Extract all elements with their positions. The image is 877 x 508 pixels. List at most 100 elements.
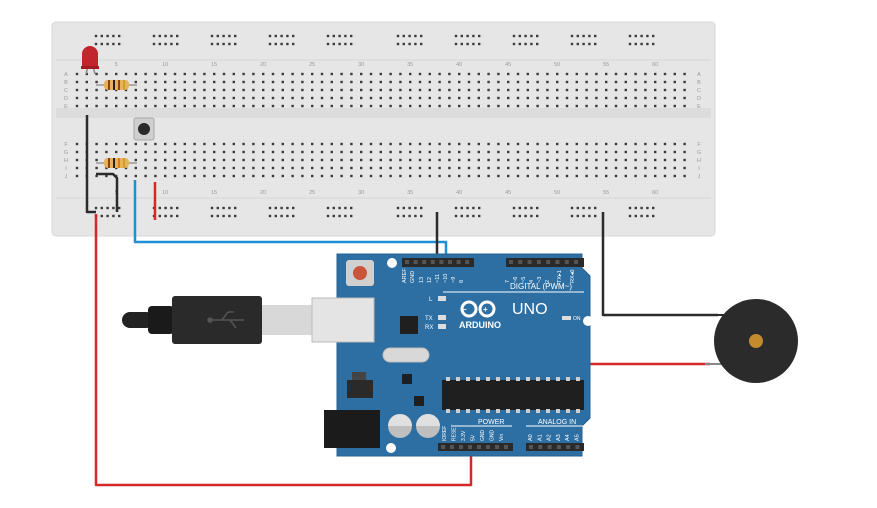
reset-button[interactable] bbox=[346, 260, 374, 286]
svg-text:+: + bbox=[483, 305, 488, 314]
pin-label: Vin bbox=[499, 434, 505, 441]
led-rx bbox=[438, 324, 446, 329]
column-number: 45 bbox=[505, 190, 511, 196]
wire-black-left-2[interactable] bbox=[96, 172, 119, 212]
pin-label: A1 bbox=[537, 434, 543, 441]
column-number: 50 bbox=[554, 190, 560, 196]
row-letter: E bbox=[697, 104, 701, 110]
breadboard-holes bbox=[75, 34, 686, 218]
led[interactable] bbox=[81, 46, 99, 75]
mount-hole bbox=[386, 443, 396, 453]
pin-label: 13 bbox=[419, 277, 425, 283]
pin-label: GND bbox=[410, 271, 416, 283]
pin-label: 12 bbox=[427, 277, 433, 283]
pin-label: 5V bbox=[471, 434, 477, 441]
column-number: 40 bbox=[456, 190, 462, 196]
row-letter: D bbox=[64, 96, 68, 102]
row-letter: J bbox=[698, 174, 701, 180]
column-number: 35 bbox=[407, 62, 413, 68]
row-letter: C bbox=[64, 88, 68, 94]
wire-black-buzzer[interactable] bbox=[601, 212, 718, 317]
header-power[interactable] bbox=[438, 443, 513, 451]
pin-label: GND bbox=[480, 430, 486, 442]
pin-label: AREF bbox=[402, 268, 408, 283]
brand-label: ARDUINO bbox=[459, 320, 501, 330]
header-top-right[interactable] bbox=[506, 258, 584, 267]
mount-hole bbox=[583, 316, 593, 326]
row-letter: E bbox=[64, 104, 68, 110]
analog-label: ANALOG IN bbox=[538, 419, 576, 426]
pin-label: 8 bbox=[459, 280, 465, 283]
column-number: 20 bbox=[260, 62, 266, 68]
pin-label: ~3 bbox=[537, 277, 543, 283]
wire-blue-pin13[interactable] bbox=[133, 180, 448, 260]
pin-label: A4 bbox=[565, 434, 571, 441]
pin-label: 2 bbox=[545, 280, 551, 283]
header-top-left[interactable] bbox=[402, 258, 474, 267]
capacitor bbox=[388, 414, 412, 438]
breadboard[interactable]: 5510101515202025253030353540404545505055… bbox=[51, 21, 716, 237]
capacitor bbox=[416, 414, 440, 438]
pin-label: ~10 bbox=[443, 274, 449, 283]
pushbutton[interactable] bbox=[133, 117, 155, 141]
row-letter: J bbox=[65, 174, 68, 180]
column-number: 45 bbox=[505, 62, 511, 68]
row-letter: F bbox=[64, 142, 68, 148]
resistor-bottom[interactable] bbox=[96, 158, 137, 168]
column-number: 60 bbox=[652, 190, 658, 196]
row-letter: H bbox=[64, 158, 68, 164]
power-jack[interactable] bbox=[324, 410, 380, 448]
usb-chip bbox=[400, 316, 418, 334]
digital-label: DIGITAL (PWM~) bbox=[510, 282, 572, 291]
column-number: 55 bbox=[603, 62, 609, 68]
pin-label: GND bbox=[490, 430, 496, 442]
column-number: 30 bbox=[358, 190, 364, 196]
pin-label: 4 bbox=[529, 280, 535, 283]
column-number: 10 bbox=[162, 62, 168, 68]
row-letter: I bbox=[698, 166, 700, 172]
row-letter: I bbox=[65, 166, 67, 172]
crystal bbox=[382, 347, 430, 363]
column-number: 60 bbox=[652, 62, 658, 68]
pin-label: RESET bbox=[452, 424, 458, 441]
column-number: 15 bbox=[211, 190, 217, 196]
row-letter: G bbox=[697, 150, 701, 156]
column-number: 25 bbox=[309, 62, 315, 68]
center-channel bbox=[56, 108, 711, 118]
rx-label: RX bbox=[425, 325, 433, 331]
pin-label: ~6 bbox=[513, 277, 519, 283]
pin-label: 3.3V bbox=[461, 430, 467, 441]
regulator bbox=[352, 372, 366, 382]
column-number: 10 bbox=[162, 190, 168, 196]
column-number: 40 bbox=[456, 62, 462, 68]
column-number: 35 bbox=[407, 190, 413, 196]
pin-label: 7 bbox=[505, 280, 511, 283]
row-letter: B bbox=[64, 80, 68, 86]
resistor-top[interactable] bbox=[96, 80, 137, 90]
row-letter: B bbox=[697, 80, 701, 86]
pin-label: TX▸1 bbox=[557, 270, 563, 283]
wire-black-left[interactable] bbox=[85, 115, 96, 214]
l-label: L bbox=[429, 297, 433, 303]
header-analog[interactable] bbox=[526, 443, 584, 451]
column-number: 55 bbox=[603, 190, 609, 196]
pin-label: A5 bbox=[575, 434, 581, 441]
row-letter: H bbox=[697, 158, 701, 164]
row-letter: G bbox=[64, 150, 68, 156]
arduino-logo-icon bbox=[460, 300, 496, 318]
row-letter: A bbox=[697, 72, 701, 78]
column-number: 15 bbox=[211, 62, 217, 68]
row-letter: C bbox=[697, 88, 701, 94]
pin-label: A2 bbox=[547, 434, 553, 441]
column-number: 20 bbox=[260, 190, 266, 196]
usb-icon bbox=[207, 311, 244, 329]
wire-red-5v[interactable] bbox=[94, 214, 473, 487]
pin-label: A3 bbox=[556, 434, 562, 441]
power-label: POWER bbox=[478, 419, 504, 426]
piezo-buzzer[interactable] bbox=[705, 299, 798, 383]
